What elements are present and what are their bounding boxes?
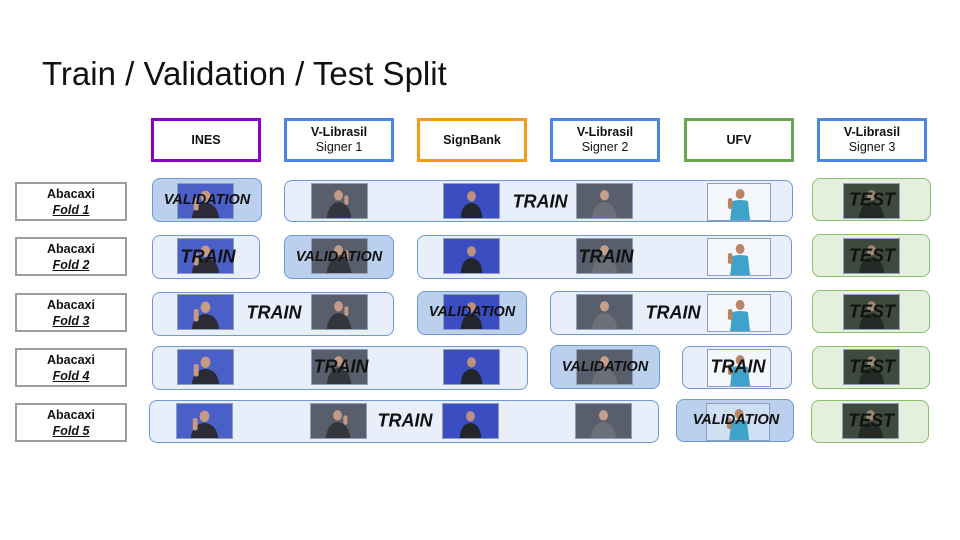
column-header-line2: Signer 2 [581,140,629,154]
fold2-train-label: TRAIN [180,246,236,267]
vlibrasil-signer2-thumbnail [576,349,633,385]
vlibrasil-signer2-thumbnail [576,294,633,330]
column-header-line1: V-Librasil [310,125,368,139]
column-header-line1: SignBank [443,132,501,147]
fold4-validation-label: VALIDATION [561,359,649,375]
ines-signer-thumbnail [177,183,234,219]
fold-label-3: Abacaxi Fold 3 [15,293,127,332]
fold-number: Fold 4 [52,368,90,383]
fold5-train-label: TRAIN [377,410,433,431]
ufv-signer-thumbnail [707,349,771,387]
ufv-signer-thumbnail [707,238,771,276]
ufv-signer-thumbnail [706,403,770,441]
vlibrasil-signer3-thumbnail [843,238,900,274]
signbank-signer-thumbnail [443,183,500,219]
column-header-line1: V-Librasil [843,125,901,139]
fold-dataset-name: Abacaxi [47,241,95,256]
fold1-train-label: TRAIN [512,191,568,212]
fold4-test-label: TEST [848,356,896,377]
vlibrasil-signer1-thumbnail [311,238,368,274]
column-header-line1: V-Librasil [576,125,634,139]
signbank-signer-thumbnail [443,349,500,385]
signbank-signer-thumbnail [443,294,500,330]
fold3-test-label: TEST [848,301,896,322]
vlibrasil-signer3-thumbnail [843,294,900,330]
fold-number: Fold 3 [52,313,90,328]
ufv-signer-thumbnail [707,183,771,221]
column-header-ines: INES [151,118,261,162]
vlibrasil-signer2-thumbnail [576,183,633,219]
vlibrasil-signer2-thumbnail [576,238,633,274]
fold-dataset-name: Abacaxi [47,352,95,367]
ines-signer-thumbnail [176,403,233,439]
ines-signer-thumbnail [177,349,234,385]
ines-signer-thumbnail [177,238,234,274]
page-title: Train / Validation / Test Split [42,55,447,92]
fold-label-1: Abacaxi Fold 1 [15,182,127,221]
fold-number: Fold 2 [52,257,90,272]
column-header-vlibrasil-signer1: V-Librasil Signer 1 [284,118,394,162]
column-header-line1: UFV [726,132,752,147]
column-header-signbank: SignBank [417,118,527,162]
fold2-train-label: TRAIN [578,246,634,267]
fold4-train-label: TRAIN [710,356,766,377]
column-header-vlibrasil-signer2: V-Librasil Signer 2 [550,118,660,162]
fold-number: Fold 1 [52,202,90,217]
fold-label-4: Abacaxi Fold 4 [15,348,127,387]
column-header-line2: Signer 1 [315,140,363,154]
fold3-train-label: TRAIN [246,302,302,323]
fold3-train-label: TRAIN [645,302,701,323]
vlibrasil-signer1-thumbnail [311,349,368,385]
fold1-validation-label: VALIDATION [163,192,251,208]
ines-signer-thumbnail [177,294,234,330]
fold4-train-label: TRAIN [313,356,369,377]
fold-number: Fold 5 [52,423,90,438]
fold5-train-segment [149,400,659,443]
vlibrasil-signer3-thumbnail [843,349,900,385]
column-header-ufv: UFV [684,118,794,162]
vlibrasil-signer2-thumbnail [575,403,632,439]
vlibrasil-signer1-thumbnail [310,403,367,439]
fold2-test-label: TEST [848,245,896,266]
fold5-validation-label: VALIDATION [692,412,780,428]
signbank-signer-thumbnail [443,238,500,274]
column-header-line2: Signer 3 [848,140,896,154]
fold1-test-label: TEST [848,189,896,210]
fold-label-5: Abacaxi Fold 5 [15,403,127,442]
column-header-vlibrasil-signer3: V-Librasil Signer 3 [817,118,927,162]
column-header-line1: INES [191,132,221,147]
fold-dataset-name: Abacaxi [47,407,95,422]
vlibrasil-signer3-thumbnail [843,183,900,219]
fold-dataset-name: Abacaxi [47,297,95,312]
vlibrasil-signer3-thumbnail [842,403,899,439]
vlibrasil-signer1-thumbnail [311,294,368,330]
ufv-signer-thumbnail [707,294,771,332]
fold3-validation-label: VALIDATION [428,304,516,320]
fold5-test-label: TEST [847,410,895,431]
signbank-signer-thumbnail [442,403,499,439]
fold-dataset-name: Abacaxi [47,186,95,201]
fold-label-2: Abacaxi Fold 2 [15,237,127,276]
vlibrasil-signer1-thumbnail [311,183,368,219]
fold2-validation-label: VALIDATION [295,249,383,265]
